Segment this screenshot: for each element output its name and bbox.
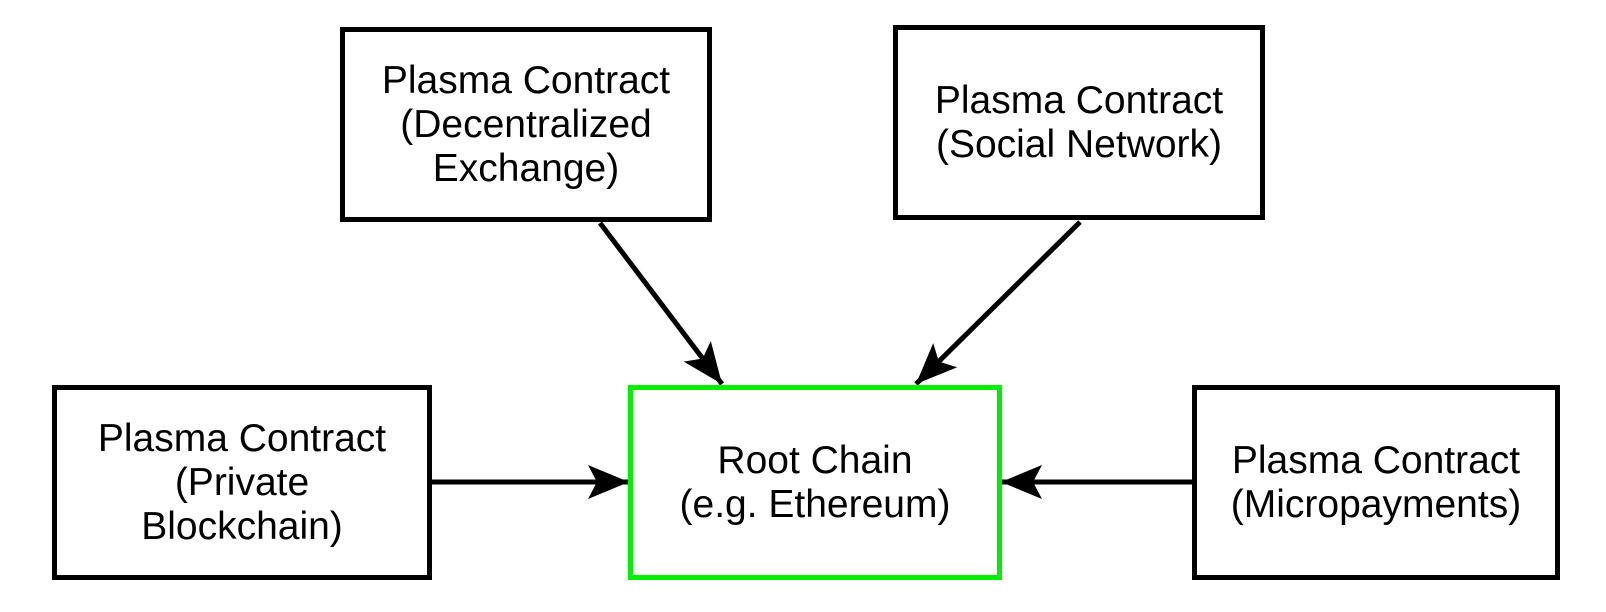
edge-social-to-root [914, 220, 1082, 386]
node-label: Plasma Contract (Private Blockchain) [98, 417, 386, 549]
node-label-line: Plasma Contract [381, 58, 671, 102]
node-label-line: Plasma Contract [97, 416, 387, 460]
node-label-line: (Private [174, 460, 310, 504]
node-label-line: Exchange) [432, 146, 620, 190]
node-plasma-private-blockchain: Plasma Contract (Private Blockchain) [52, 385, 432, 580]
edge-dex-to-root [598, 221, 724, 386]
node-label-line: (e.g. Ethereum) [679, 482, 951, 526]
node-label: Plasma Contract (Micropayments) [1231, 439, 1521, 527]
node-label-line: (Decentralized [400, 102, 652, 146]
node-label-line: Root Chain [717, 438, 913, 482]
node-root-chain: Root Chain (e.g. Ethereum) [628, 385, 1002, 580]
node-label: Plasma Contract (Social Network) [935, 79, 1223, 167]
node-label-line: (Micropayments) [1230, 482, 1522, 526]
node-label-line: Plasma Contract [934, 78, 1224, 122]
node-label-line: (Social Network) [935, 122, 1223, 166]
node-plasma-social-network: Plasma Contract (Social Network) [893, 25, 1265, 220]
node-plasma-micropayments: Plasma Contract (Micropayments) [1192, 385, 1560, 580]
node-plasma-decentralized-exchange: Plasma Contract (Decentralized Exchange) [340, 27, 712, 222]
node-label-line: Blockchain) [141, 504, 343, 548]
node-label: Root Chain (e.g. Ethereum) [680, 439, 951, 527]
node-label-line: Plasma Contract [1231, 438, 1521, 482]
node-label: Plasma Contract (Decentralized Exchange) [382, 59, 670, 191]
